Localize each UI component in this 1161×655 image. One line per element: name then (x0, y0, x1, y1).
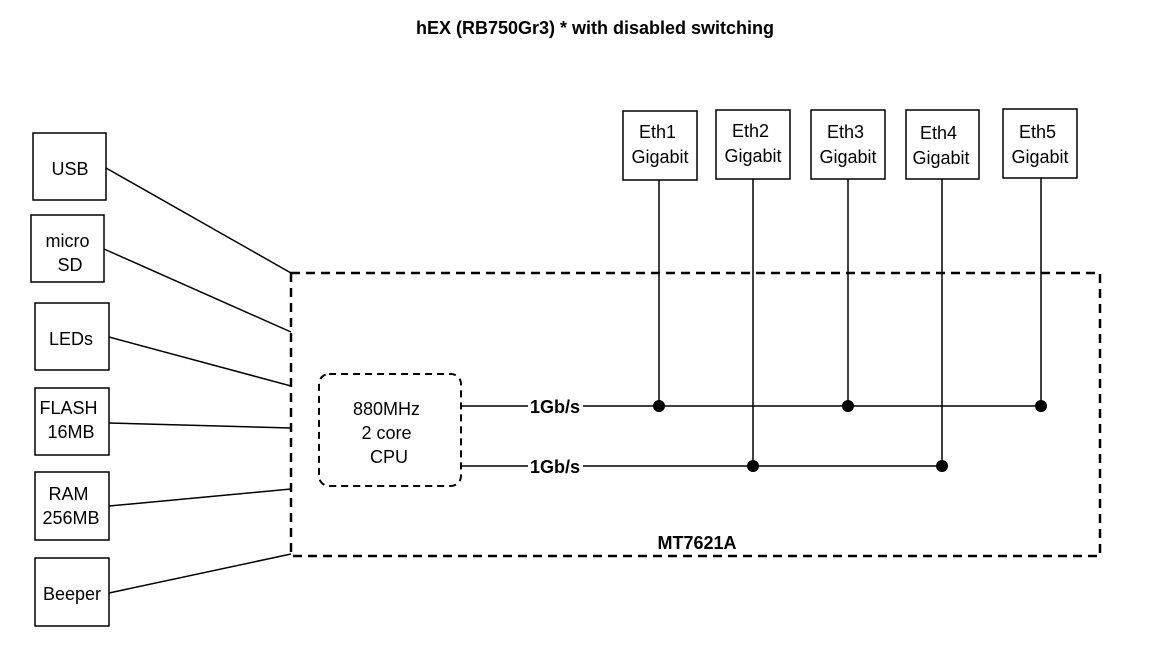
usb-link (105, 167, 292, 274)
usb-label: USB (51, 159, 88, 179)
soc-boundary (289, 271, 1102, 558)
eth5-label: Eth5 (1019, 122, 1056, 142)
cpu-label: 880MHz 2 core CPU (353, 399, 425, 467)
ram-box: RAM 256MB (34, 471, 110, 541)
bus-2-speed: 1Gb/s (530, 457, 580, 477)
eth4-junction (936, 460, 948, 472)
bus-1-speed: 1Gb/s (530, 397, 580, 417)
eth5-junction (1035, 400, 1047, 412)
svg-text:Eth2 Gigabit: Eth2 Gigabit (724, 121, 781, 166)
beeper-link (108, 553, 292, 594)
svg-text:USB: USB (51, 159, 88, 179)
eth4-label: Eth4 (920, 123, 957, 143)
microsd-label: micro (45, 231, 89, 251)
eth1-label: Gigabit (631, 147, 688, 167)
diagram-title: hEX (RB750Gr3) * with disabled switching (416, 18, 774, 38)
leds-link (108, 336, 292, 387)
svg-text:FLASH 16MB: FLASH 16MB (39, 398, 102, 442)
eth2-label: Eth2 (732, 121, 769, 141)
eth2-port-box: Eth2 Gigabit (715, 109, 791, 180)
flash-link (108, 422, 292, 429)
usb-box: USB (32, 132, 107, 201)
svg-text:Beeper: Beeper (43, 584, 101, 604)
svg-text:Eth3 Gigabit: Eth3 Gigabit (819, 122, 876, 167)
ram-label: 256MB (42, 508, 99, 528)
cpu-block (318, 373, 462, 487)
beeper-label: Beeper (43, 584, 101, 604)
eth3-label: Eth3 (827, 122, 864, 142)
microsd-label: SD (57, 255, 82, 275)
microsd-box: micro SD (30, 214, 105, 283)
leds-label: LEDs (49, 329, 93, 349)
eth3-junction (842, 400, 854, 412)
eth2-junction (747, 460, 759, 472)
chip-label: MT7621A (657, 533, 736, 553)
eth5-port-box: Eth5 Gigabit (1002, 108, 1078, 179)
flash-label: FLASH (39, 398, 97, 418)
eth1-junction (653, 400, 665, 412)
eth1-port-box: Eth1 Gigabit (622, 110, 698, 181)
eth4-label: Gigabit (912, 148, 969, 168)
cpu-label-line: 880MHz (353, 399, 420, 419)
leds-box: LEDs (34, 302, 110, 371)
eth3-port-box: Eth3 Gigabit (810, 109, 886, 180)
eth3-label: Gigabit (819, 147, 876, 167)
ram-label: RAM (48, 484, 88, 504)
microsd-link (103, 248, 292, 333)
eth1-label: Eth1 (639, 122, 676, 142)
svg-text:micro SD: micro SD (45, 231, 94, 275)
eth4-port-box: Eth4 Gigabit (905, 109, 980, 180)
svg-text:Eth5 Gigabit: Eth5 Gigabit (1011, 122, 1068, 167)
flash-box: FLASH 16MB (34, 387, 110, 456)
ram-link (108, 488, 292, 507)
cpu-label-line: CPU (370, 447, 408, 467)
svg-text:RAM 256MB: RAM 256MB (42, 484, 99, 528)
cpu-label-line: 2 core (361, 423, 411, 443)
flash-label: 16MB (47, 422, 94, 442)
eth2-label: Gigabit (724, 146, 781, 166)
svg-text:LEDs: LEDs (49, 329, 93, 349)
svg-text:Eth1 Gigabit: Eth1 Gigabit (631, 122, 688, 167)
svg-text:Eth4 Gigabit: Eth4 Gigabit (912, 123, 969, 168)
beeper-box: Beeper (34, 557, 110, 627)
eth5-label: Gigabit (1011, 147, 1068, 167)
